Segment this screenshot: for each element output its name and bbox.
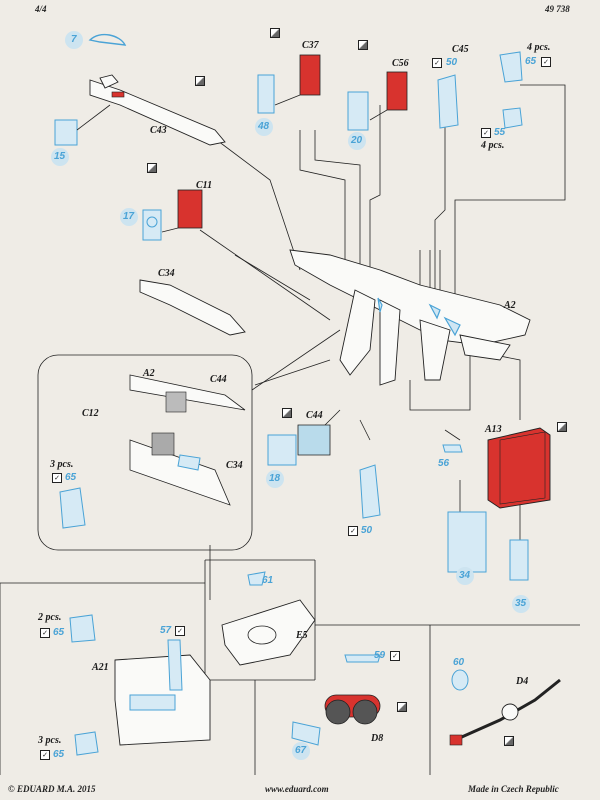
quantity-55: 4 pcs. <box>481 140 505 151</box>
page-number: 4/4 <box>35 4 47 14</box>
label-c37: C37 <box>302 40 319 51</box>
pe-number-34: 34 <box>459 570 471 581</box>
pe-number-7: 7 <box>71 34 77 45</box>
pe-number-55: 55 <box>494 127 506 138</box>
pe-circle-48 <box>255 118 273 136</box>
pe-number-65-inset: 65 <box>65 472 77 483</box>
pe-circle-7 <box>65 31 83 49</box>
pe-number-65-top: 65 <box>525 56 537 67</box>
label-c44: C44 <box>306 410 323 421</box>
checkmark-icon: ✓ <box>432 58 442 68</box>
paint-grey-icon <box>282 408 292 418</box>
pe-number-15: 15 <box>54 151 66 162</box>
label-d4: D4 <box>516 676 529 687</box>
paint-grey-icon <box>147 163 157 173</box>
pe-number-67: 67 <box>295 745 307 756</box>
pe-circle-20 <box>348 132 366 150</box>
label-c11: C11 <box>196 180 213 191</box>
pe-circle-35 <box>512 595 530 613</box>
checkmark-icon: ✓ <box>40 750 50 760</box>
pe-number-48: 48 <box>258 121 270 132</box>
paint-grey-icon <box>504 736 514 746</box>
checkmark-icon: ✓ <box>481 128 491 138</box>
website: www.eduard.com <box>265 784 329 794</box>
checkmark-icon: ✓ <box>348 526 358 536</box>
origin: Made in Czech Republic <box>468 784 559 794</box>
pe-number-50-mid: 50 <box>361 525 373 536</box>
kit-code: 49 738 <box>545 4 570 14</box>
pe-number-35: 35 <box>515 598 527 609</box>
pe-number-61: 61 <box>262 575 274 586</box>
pe-circle-34 <box>456 567 474 585</box>
label-a21: A21 <box>92 662 109 673</box>
label-c56: C56 <box>392 58 409 69</box>
pe-number-59: 59 <box>374 650 386 661</box>
paint-grey-icon <box>270 28 280 38</box>
copyright: © EDUARD M.A. 2015 <box>8 784 96 794</box>
quantity-a21-top: 2 pcs. <box>38 612 62 623</box>
pe-number-18: 18 <box>269 473 281 484</box>
pe-number-65-a21b: 65 <box>53 749 65 760</box>
pe-circle-67 <box>292 742 310 760</box>
pe-number-56: 56 <box>438 458 450 469</box>
inset-label-c12: C12 <box>82 408 99 419</box>
checkmark-icon: ✓ <box>52 473 62 483</box>
label-c45: C45 <box>452 44 469 55</box>
inset-label-c34: C34 <box>226 460 243 471</box>
quantity-top-right: 4 pcs. <box>527 42 551 53</box>
label-c34: C34 <box>158 268 175 279</box>
inset-label-a2: A2 <box>143 368 155 379</box>
pe-number-65-a21: 65 <box>53 627 65 638</box>
paint-grey-icon <box>397 702 407 712</box>
quantity-a21-bottom: 3 pcs. <box>38 735 62 746</box>
checkmark-icon: ✓ <box>390 651 400 661</box>
label-a2: A2 <box>504 300 516 311</box>
pe-number-57: 57 <box>160 625 172 636</box>
checkmark-icon: ✓ <box>175 626 185 636</box>
label-c43: C43 <box>150 125 167 136</box>
paint-grey-icon <box>358 40 368 50</box>
pe-circle-15 <box>51 148 69 166</box>
checkmark-icon: ✓ <box>40 628 50 638</box>
checkmark-icon: ✓ <box>541 57 551 67</box>
pe-number-60: 60 <box>453 657 465 668</box>
paint-grey-icon <box>195 76 205 86</box>
label-e5: E5 <box>296 630 308 641</box>
pe-number-50-top: 50 <box>446 57 458 68</box>
pe-circle-18 <box>266 470 284 488</box>
inset-label-c44: C44 <box>210 374 227 385</box>
paint-grey-icon <box>557 422 567 432</box>
label-a13: A13 <box>485 424 502 435</box>
pe-number-20: 20 <box>351 135 363 146</box>
label-d8: D8 <box>371 733 384 744</box>
pe-number-17: 17 <box>123 211 135 222</box>
pe-circle-17 <box>120 208 138 226</box>
quantity-inset: 3 pcs. <box>50 459 74 470</box>
